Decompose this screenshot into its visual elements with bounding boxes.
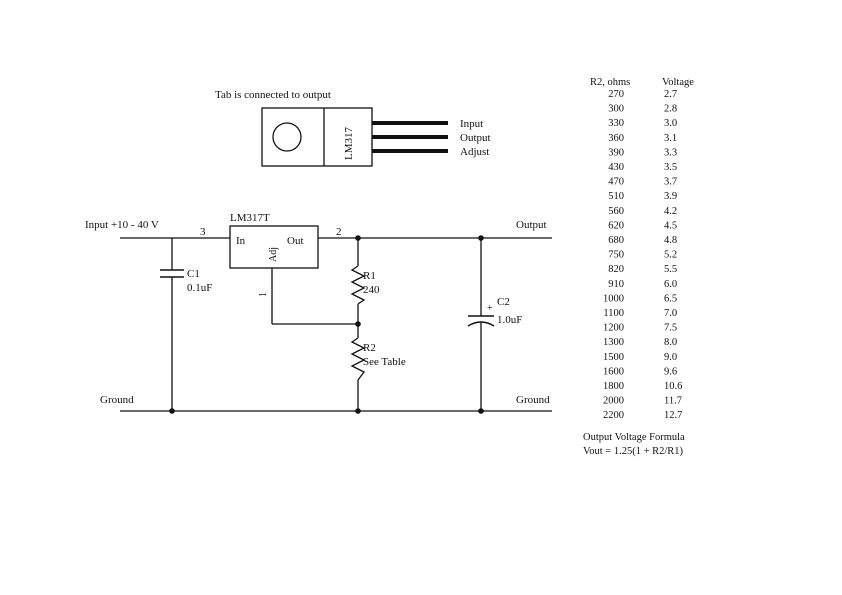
regulator-ic-box xyxy=(229,225,319,269)
pin-label-output: Output xyxy=(460,132,491,144)
c1-value: 0.1uF xyxy=(187,282,212,294)
pin-label-adjust: Adjust xyxy=(460,146,489,158)
table-cell-voltage: 11.7 xyxy=(664,396,682,407)
table-cell-r2: 2000 xyxy=(603,396,624,407)
table-cell-voltage: 4.8 xyxy=(664,235,677,246)
table-cell-voltage: 2.7 xyxy=(664,89,677,100)
mounting-hole-icon xyxy=(272,122,302,152)
table-header-voltage: Voltage xyxy=(662,77,694,88)
c2-value: 1.0uF xyxy=(497,314,522,326)
table-cell-voltage: 3.7 xyxy=(664,177,677,188)
r2-name: R2 xyxy=(363,342,376,354)
package-body xyxy=(261,107,373,167)
table-cell-r2: 750 xyxy=(608,250,624,261)
table-cell-voltage: 12.7 xyxy=(664,410,682,421)
pin-number-out: 2 xyxy=(336,226,342,238)
table-cell-r2: 390 xyxy=(608,147,624,158)
table-cell-r2: 330 xyxy=(608,118,624,129)
table-cell-r2: 1800 xyxy=(603,381,624,392)
table-cell-voltage: 6.0 xyxy=(664,279,677,290)
table-cell-r2: 470 xyxy=(608,177,624,188)
table-cell-voltage: 9.0 xyxy=(664,352,677,363)
r2-resistor-icon xyxy=(350,337,366,381)
table-cell-r2: 560 xyxy=(608,206,624,217)
table-cell-r2: 360 xyxy=(608,133,624,144)
ground-label-left: Ground xyxy=(100,394,134,406)
package-drawing: Tab is connected to output LM317 Input O… xyxy=(215,89,491,167)
c2-polarity-mark: + xyxy=(487,303,493,314)
table-cell-voltage: 7.0 xyxy=(664,308,677,319)
r2-value: See Table xyxy=(363,356,406,368)
ic-pin-adj-label: Adj xyxy=(268,247,279,262)
table-cell-voltage: 7.5 xyxy=(664,323,677,334)
ic-pin-out-label: Out xyxy=(287,235,304,247)
table-cell-r2: 1500 xyxy=(603,352,624,363)
r1-resistor-icon xyxy=(350,265,366,305)
output-label: Output xyxy=(516,219,547,231)
table-cell-voltage: 3.9 xyxy=(664,191,677,202)
c1-name: C1 xyxy=(187,268,200,280)
table-cell-r2: 1200 xyxy=(603,323,624,334)
junction-dot xyxy=(355,408,361,414)
table-cell-r2: 620 xyxy=(608,220,624,231)
c2-name: C2 xyxy=(497,296,510,308)
ic-pin-in-label: In xyxy=(236,235,246,247)
table-rows: 270 2.7 300 2.8 330 3.0 360 3.1 390 3.3 430 3.5 470 3… xyxy=(603,89,682,421)
table-cell-voltage: 2.8 xyxy=(664,104,677,115)
table-cell-voltage: 4.5 xyxy=(664,220,677,231)
table-cell-voltage: 9.6 xyxy=(664,366,677,377)
r1-name: R1 xyxy=(363,270,376,282)
table-cell-voltage: 4.2 xyxy=(664,206,677,217)
table-cell-voltage: 3.5 xyxy=(664,162,677,173)
table-cell-voltage: 8.0 xyxy=(664,337,677,348)
formula-title: Output Voltage Formula xyxy=(583,432,685,443)
ground-label-right: Ground xyxy=(516,394,550,406)
junction-dot xyxy=(355,321,361,327)
input-label: Input +10 - 40 V xyxy=(85,219,159,231)
table-cell-voltage: 5.2 xyxy=(664,250,677,261)
pin-label-input: Input xyxy=(460,118,483,130)
table-cell-r2: 910 xyxy=(608,279,624,290)
table-cell-r2: 510 xyxy=(608,191,624,202)
table-cell-voltage: 3.0 xyxy=(664,118,677,129)
formula-expression: Vout = 1.25(1 + R2/R1) xyxy=(583,446,684,457)
table-cell-voltage: 3.1 xyxy=(664,133,677,144)
table-cell-voltage: 3.3 xyxy=(664,147,677,158)
table-cell-voltage: 5.5 xyxy=(664,264,677,275)
table-cell-voltage: 6.5 xyxy=(664,293,677,304)
junction-dot xyxy=(478,408,484,414)
pin-number-adj: 1 xyxy=(258,292,269,297)
table-cell-r2: 1100 xyxy=(603,308,624,319)
table-header-r2: R2, ohms xyxy=(590,77,630,88)
table-cell-r2: 1600 xyxy=(603,366,624,377)
r1-value: 240 xyxy=(363,284,380,296)
circuit: Input +10 - 40 V Output Ground Ground LM… xyxy=(85,212,552,414)
table-cell-r2: 1300 xyxy=(603,337,624,348)
package-caption: Tab is connected to output xyxy=(215,89,331,101)
formula: Output Voltage Formula Vout = 1.25(1 + R… xyxy=(583,432,685,457)
table-cell-voltage: 10.6 xyxy=(664,381,682,392)
regulator-name: LM317T xyxy=(230,212,270,224)
table-cell-r2: 1000 xyxy=(603,293,624,304)
junction-dot xyxy=(355,235,361,241)
pin-number-in: 3 xyxy=(200,226,206,238)
table-cell-r2: 820 xyxy=(608,264,624,275)
junction-dot xyxy=(478,235,484,241)
table-cell-r2: 430 xyxy=(608,162,624,173)
r2-voltage-table: R2, ohms Voltage 270 2.7 300 2.8 330 3.0 360 3.… xyxy=(590,77,694,421)
junction-dot xyxy=(169,408,175,414)
table-cell-r2: 270 xyxy=(608,89,624,100)
package-part-label: LM317 xyxy=(343,127,355,161)
table-cell-r2: 300 xyxy=(608,104,624,115)
table-cell-r2: 680 xyxy=(608,235,624,246)
table-cell-r2: 2200 xyxy=(603,410,624,421)
